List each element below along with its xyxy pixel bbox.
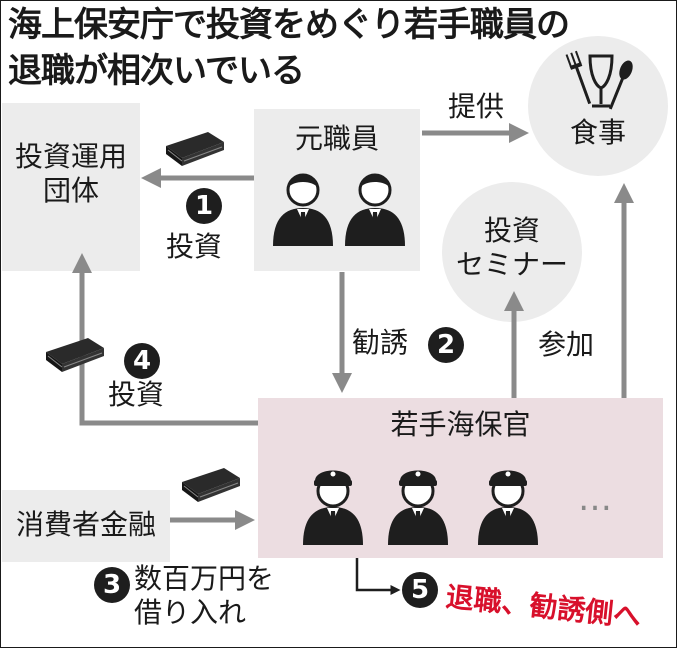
step-1-badge: 1: [186, 188, 222, 224]
step-4-badge: 4: [124, 343, 160, 379]
borrow-label: 数百万円を 借り入れ: [134, 562, 275, 629]
attend-label: 参加: [538, 328, 595, 361]
step-3-badge: 3: [94, 567, 130, 603]
headline-line2: 退職が相次いでいる: [8, 51, 305, 91]
investment-group-box: [2, 103, 140, 271]
seminar-label: 投資 セミナー: [455, 214, 568, 281]
more-officers-ellipsis: …: [578, 479, 612, 519]
money-stack-icon: [165, 131, 225, 167]
fork-icon: [565, 50, 592, 105]
officer-icon: [476, 469, 540, 547]
invest-4-label: 投資: [108, 378, 165, 411]
solicit-label: 勧誘: [352, 326, 409, 359]
spoon-icon: [608, 60, 633, 110]
former-staff-label: 元職員: [294, 122, 379, 155]
officer-icon: [301, 469, 365, 547]
headline-line1: 海上保安庁で投資をめぐり若手職員の: [8, 5, 570, 45]
wine-glass-icon: [588, 54, 614, 108]
invest-1-label: 投資: [166, 230, 223, 263]
meal-label: 食事: [569, 116, 626, 149]
consumer-finance-box: [2, 490, 170, 562]
person-icon: [271, 173, 335, 248]
provide-label: 提供: [448, 90, 505, 123]
step-2-badge: 2: [428, 327, 464, 363]
officer-icon: [386, 469, 450, 547]
arrow-retire: [355, 558, 401, 595]
headline: 海上保安庁で投資をめぐり若手職員の 退職が相次いでいる: [8, 2, 668, 94]
step-5-badge: 5: [402, 572, 438, 608]
person-icon: [343, 173, 407, 248]
money-stack-icon: [181, 467, 241, 503]
money-stack-icon: [45, 337, 105, 373]
young-officers-label: 若手海保官: [390, 408, 531, 441]
arrow-invest-4: [72, 253, 258, 426]
investment-group-label: 投資運用 団体: [14, 140, 127, 207]
consumer-finance-label: 消費者金融: [15, 508, 156, 541]
